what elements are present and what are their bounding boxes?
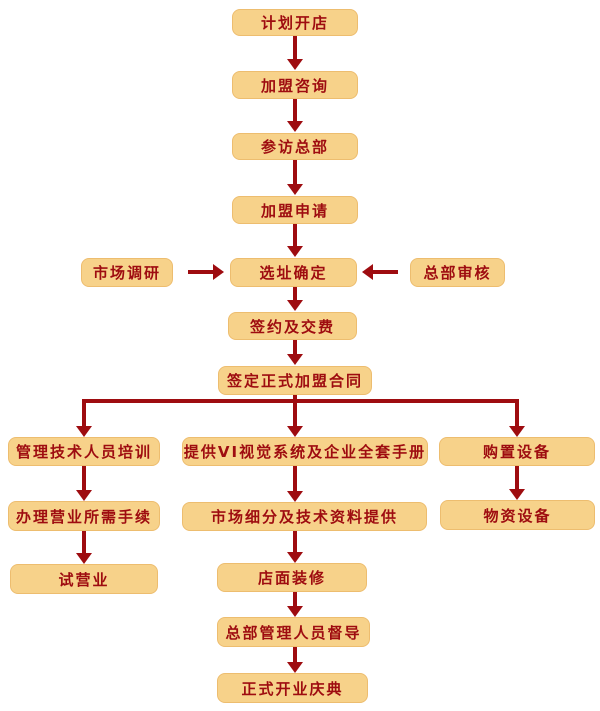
node-sign-pay: 签约及交费 xyxy=(228,312,357,340)
node-material-equipment: 物资设备 xyxy=(440,500,595,530)
arrow-visit-to-apply-icon xyxy=(287,160,303,195)
node-purchase-equipment: 购置设备 xyxy=(439,437,595,466)
arrow-inquiry-to-visit-icon xyxy=(287,99,303,132)
node-hq-review: 总部审核 xyxy=(410,258,505,287)
node-hq-supervision: 总部管理人员督导 xyxy=(217,617,370,647)
node-vi-system: 提供VI视觉系统及企业全套手册 xyxy=(182,437,428,466)
arrow-vi-to-segmentation-icon xyxy=(287,466,303,502)
arrow-decoration-to-supervision-icon xyxy=(287,592,303,617)
arrow-branch-to-vi-icon xyxy=(287,403,303,437)
arrow-supervision-to-ceremony-icon xyxy=(287,647,303,673)
node-business-procedures: 办理营业所需手续 xyxy=(8,501,160,531)
arrow-branch-to-training-icon xyxy=(76,403,92,437)
node-store-decoration: 店面装修 xyxy=(217,563,367,592)
node-franchise-apply: 加盟申请 xyxy=(232,196,358,224)
arrow-training-to-procedures-icon xyxy=(76,466,92,501)
node-plan-store: 计划开店 xyxy=(232,9,358,36)
node-opening-ceremony: 正式开业庆典 xyxy=(217,673,368,703)
arrow-procedures-to-trial-icon xyxy=(76,531,92,564)
node-franchise-inquiry: 加盟咨询 xyxy=(232,71,358,99)
node-training: 管理技术人员培训 xyxy=(8,437,160,466)
node-visit-hq: 参访总部 xyxy=(232,133,358,160)
arrow-purchase-to-material-icon xyxy=(509,466,525,500)
node-trial-operation: 试营业 xyxy=(10,564,158,594)
arrow-research-to-site-icon xyxy=(188,264,224,280)
arrow-plan-to-inquiry-icon xyxy=(287,36,303,70)
node-formal-contract: 签定正式加盟合同 xyxy=(218,366,372,395)
arrow-site-to-sign-icon xyxy=(287,287,303,311)
arrow-segmentation-to-decoration-icon xyxy=(287,531,303,563)
node-market-research: 市场调研 xyxy=(81,258,173,287)
arrow-review-to-site-icon xyxy=(362,264,398,280)
arrow-branch-to-purchase-icon xyxy=(509,403,525,437)
arrow-sign-to-contract-icon xyxy=(287,340,303,365)
node-site-confirm: 选址确定 xyxy=(230,258,357,287)
node-market-segmentation: 市场细分及技术资料提供 xyxy=(182,502,427,531)
arrow-apply-to-site-icon xyxy=(287,224,303,257)
branch-rail-connector xyxy=(82,399,519,403)
